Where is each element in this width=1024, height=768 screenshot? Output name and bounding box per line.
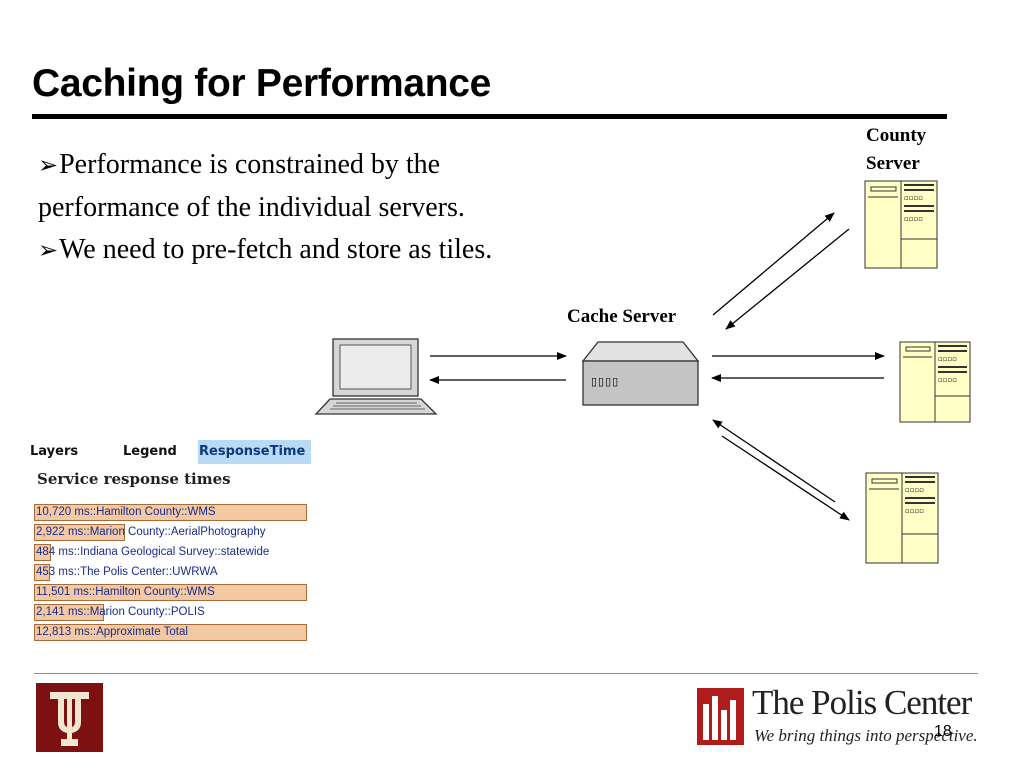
response-bar (34, 524, 125, 541)
polis-center-tagline: We bring things into perspective. (754, 726, 978, 745)
svg-text:▫▫▫▫: ▫▫▫▫ (904, 215, 923, 223)
response-row-text: 12,813 ms::Approximate Total (36, 626, 188, 638)
tab-legend[interactable]: Legend (123, 444, 177, 459)
response-row-text: 2,922 ms::Marion County::AerialPhotograp… (36, 526, 266, 538)
bullet-item: ➢Performance is constrained by the perfo… (38, 144, 578, 229)
tab-responsetime[interactable]: ResponseTime (198, 440, 311, 464)
response-time-list: 10,720 ms::Hamilton County::WMS 2,922 ms… (34, 504, 307, 644)
title-underline (32, 114, 947, 119)
arrow-cache-to-county (712, 212, 835, 316)
server-icon-middle: ▫▫▫▫ ▫▫▫▫ (899, 341, 971, 423)
response-bar (34, 544, 51, 561)
county-server-label: County Server (866, 125, 927, 174)
county-server-icon: ▫▫▫▫ ▫▫▫▫ (864, 180, 938, 269)
arrow-cache-to-server-bottom (721, 435, 850, 521)
svg-text:▫▫▫▫: ▫▫▫▫ (905, 507, 924, 515)
arrow-bullet-icon: ➢ (38, 238, 59, 264)
response-row: 2,141 ms::Marion County::POLIS (34, 604, 307, 621)
response-row-text: 10,720 ms::Hamilton County::WMS (36, 506, 216, 518)
response-bar (34, 564, 50, 581)
response-row-text: 11,501 ms::Hamilton County::WMS (36, 586, 215, 598)
svg-text:▫▫▫▫: ▫▫▫▫ (938, 355, 957, 363)
arrow-server-bottom-to-cache (712, 419, 836, 503)
svg-text:▫▫▫▫: ▫▫▫▫ (938, 376, 957, 384)
arrow-county-to-cache (725, 228, 850, 330)
response-panel-heading: Service response times (37, 470, 231, 488)
cache-server-icon: ▯▯▯▯ (581, 341, 700, 406)
arrow-bullet-icon: ➢ (38, 153, 59, 179)
response-row: 2,922 ms::Marion County::AerialPhotograp… (34, 524, 307, 541)
cache-server-label: Cache Server (567, 306, 677, 327)
page-number: 18 (934, 723, 952, 740)
tab-layers[interactable]: Layers (30, 444, 79, 459)
response-row: 11,501 ms::Hamilton County::WMS (34, 584, 307, 601)
bullet-text: Performance is constrained by the perfor… (38, 149, 465, 223)
response-bar (34, 624, 307, 641)
response-row: 10,720 ms::Hamilton County::WMS (34, 504, 307, 521)
cache-server-panel: ▯▯▯▯ (591, 376, 619, 388)
response-row-text: 453 ms::The Polis Center::UWRWA (36, 566, 218, 578)
response-bar (34, 584, 307, 601)
response-row-text: 2,141 ms::Marion County::POLIS (36, 606, 205, 618)
response-row-text: 484 ms::Indiana Geological Survey::state… (36, 546, 270, 558)
response-row: 453 ms::The Polis Center::UWRWA (34, 564, 307, 581)
response-bar (34, 504, 307, 521)
response-bar (34, 604, 104, 621)
polis-center-name: The Polis Center (752, 683, 972, 722)
laptop-icon (314, 338, 438, 415)
svg-text:▫▫▫▫: ▫▫▫▫ (904, 194, 923, 202)
bullet-text: We need to pre-fetch and store as tiles. (59, 234, 493, 265)
bullet-item: ➢We need to pre-fetch and store as tiles… (38, 229, 578, 272)
slide-title: Caching for Performance (32, 62, 492, 105)
response-row: 12,813 ms::Approximate Total (34, 624, 307, 641)
server-icon-bottom: ▫▫▫▫ ▫▫▫▫ (865, 472, 939, 564)
bullet-list: ➢Performance is constrained by the perfo… (38, 144, 578, 272)
footer-divider (34, 673, 978, 674)
svg-text:▫▫▫▫: ▫▫▫▫ (905, 486, 924, 494)
polis-logo-icon (697, 688, 744, 745)
response-row: 484 ms::Indiana Geological Survey::state… (34, 544, 307, 561)
iu-logo (36, 683, 103, 752)
